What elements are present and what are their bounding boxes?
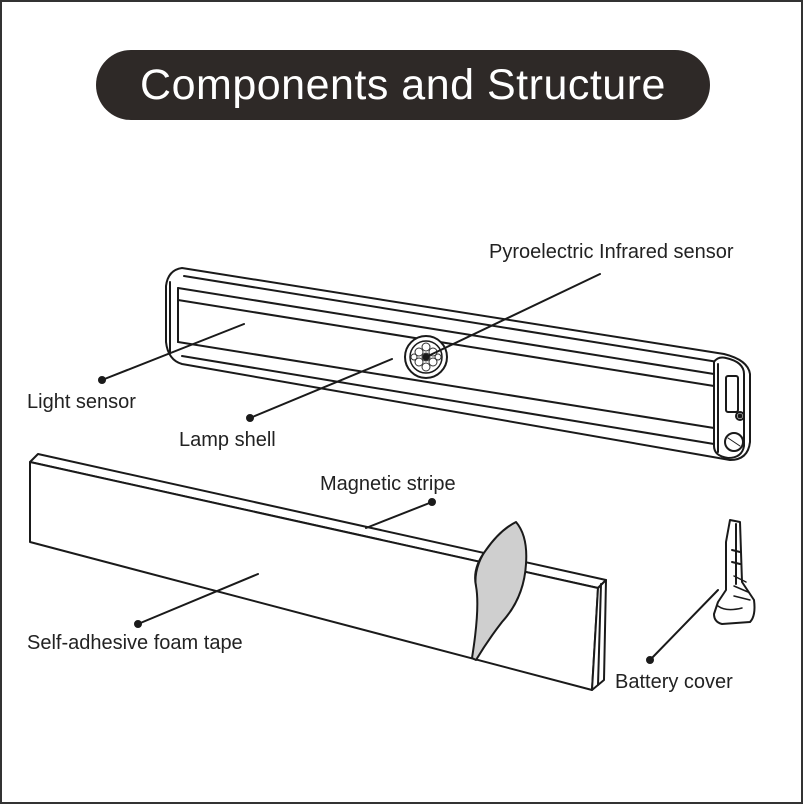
switch-screw <box>735 411 745 421</box>
battery-compartment <box>725 375 739 413</box>
label-lamp-shell: Lamp shell <box>179 429 276 451</box>
leader-battery-cover <box>649 589 719 661</box>
leader-pir <box>425 273 601 358</box>
label-pir-sensor: Pyroelectric Infrared sensor <box>489 241 734 263</box>
foam-tape-slab <box>29 453 607 691</box>
leader-lamp-shell <box>249 358 393 419</box>
leader-lines <box>98 273 719 664</box>
battery-cover-part <box>713 519 756 625</box>
leader-foam-tape <box>137 573 259 625</box>
leader-magnetic-stripe <box>365 501 433 529</box>
diagram-title: Components and Structure <box>140 60 666 109</box>
title-banner: Components and Structure <box>96 50 710 120</box>
label-foam-tape: Self-adhesive foam tape <box>27 632 243 654</box>
leader-light-sensor <box>101 323 245 381</box>
lamp-body <box>165 267 751 461</box>
lamp-outline <box>165 267 751 461</box>
label-light-sensor: Light sensor <box>27 391 136 413</box>
label-magnetic-stripe: Magnetic stripe <box>320 473 456 495</box>
label-battery-cover: Battery cover <box>615 671 733 693</box>
peeled-backing <box>471 521 528 661</box>
